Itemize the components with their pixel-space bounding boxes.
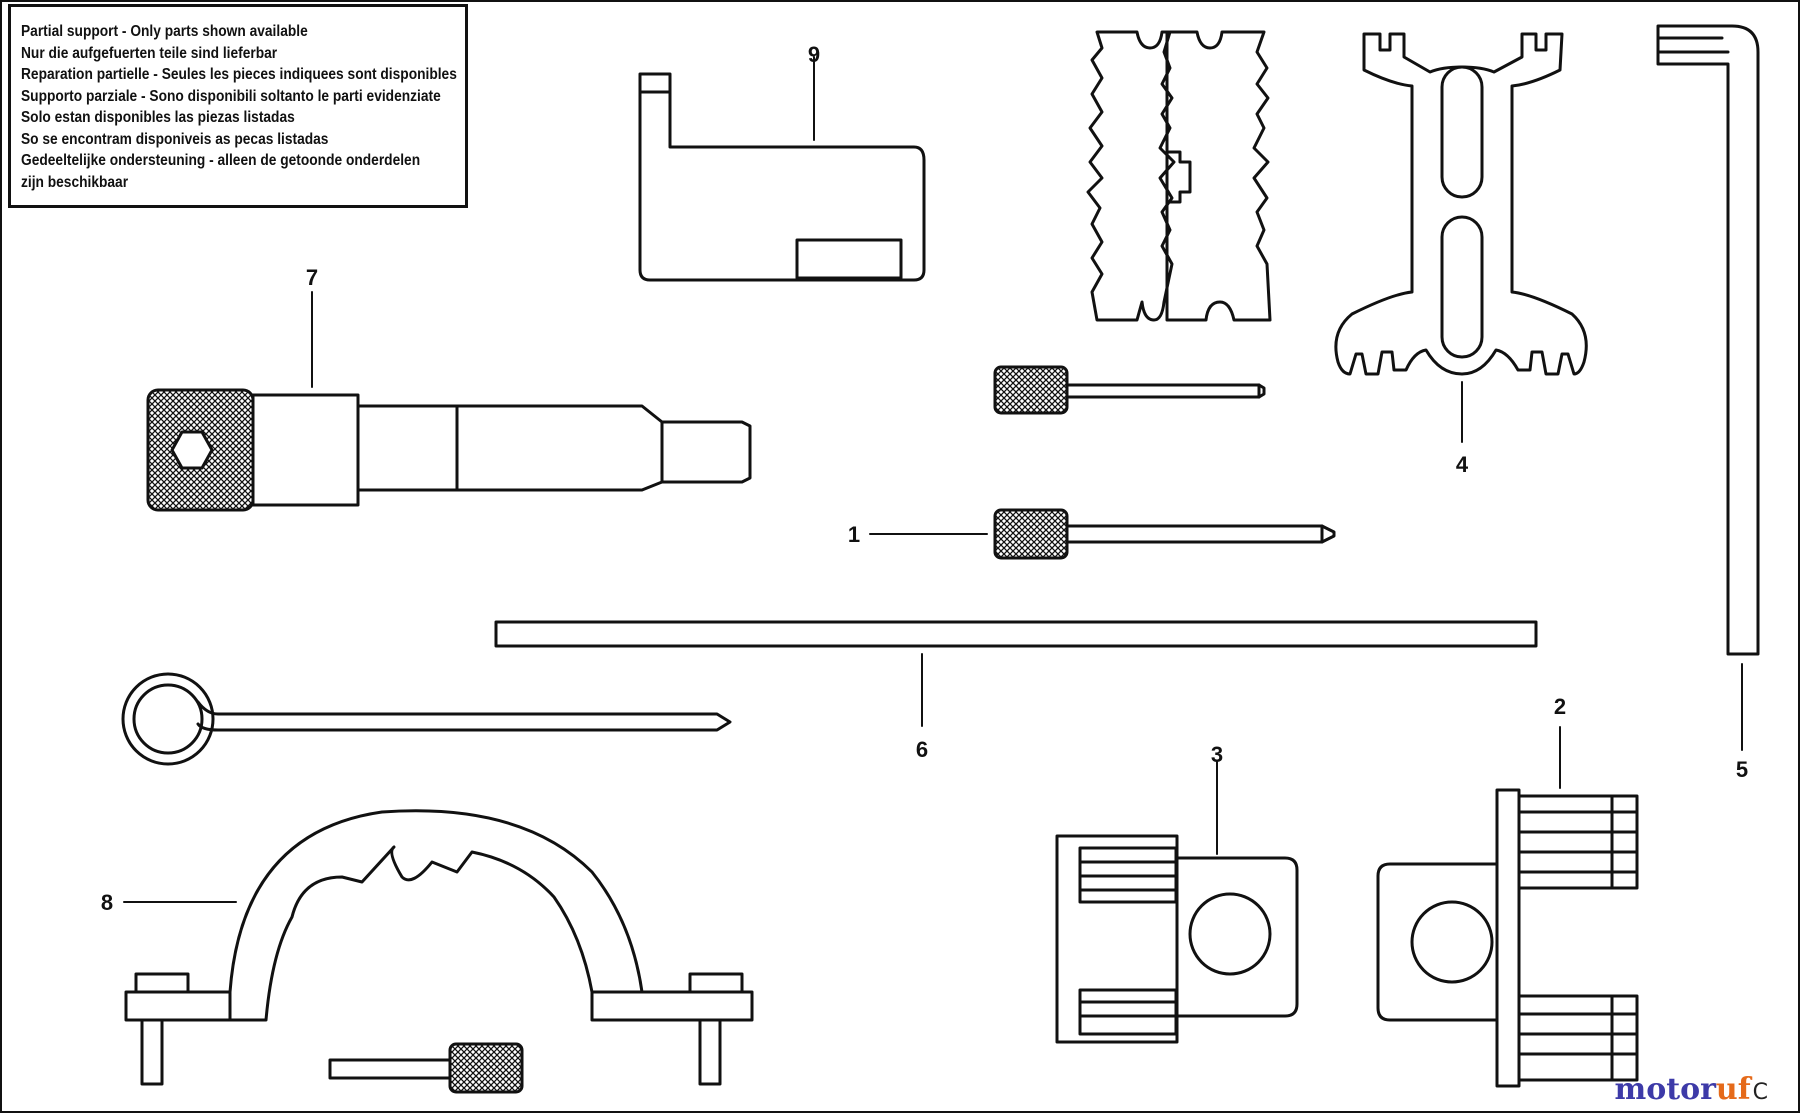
callout-7: 7 [306,265,318,290]
callout-6: 6 [916,737,928,762]
callout-2: 2 [1554,694,1566,719]
watermark-text-blue: motor [1614,1072,1716,1107]
callout-1: 1 [848,522,860,547]
part-1-knurled-pin [869,508,1336,560]
part-2-clamp [1376,726,1639,1088]
part-4-crankshaft-holder [1334,32,1588,443]
part-3-clamp [1055,761,1299,1044]
part-6-rod [494,620,1538,727]
callout-5: 5 [1736,757,1748,782]
part-7-setting-shaft [146,291,752,512]
callout-9: 9 [808,42,820,67]
partial-support-notice: Partial support - Only parts shown avail… [8,4,468,208]
part-5-hex-key [1656,24,1760,751]
copyright-icon: C [1752,1080,1768,1105]
part-ring-pin [121,672,732,766]
watermark-text-orange: uf [1715,1072,1751,1107]
callout-3: 3 [1211,742,1223,767]
notice-line: Gedeeltelijke ondersteuning - alleen de … [21,152,421,169]
notice-line: So se encontram disponiveis as pecas lis… [21,130,329,148]
notice-line: zijn beschikbaar [21,173,129,191]
watermark-logo: motorufC [1614,1072,1768,1107]
part-9-locking-plate [638,56,926,282]
part-knurled-pin-small [993,365,1266,415]
notice-line: Supporto parziale - Sono disponibili sol… [21,87,441,105]
notice-line: Nur die aufgefuerten teile sind lieferba… [21,44,278,62]
notice-line: Reparation partielle - Seules les pieces… [21,66,457,83]
callout-4: 4 [1456,452,1469,477]
part-8-arc-holder [123,809,754,1094]
notice-line: Partial support - Only parts shown avail… [21,23,308,40]
part-camshaft-holder [1086,30,1272,322]
notice-line: Solo estan disponibles las piezas listad… [21,109,295,126]
callout-8: 8 [101,890,113,915]
